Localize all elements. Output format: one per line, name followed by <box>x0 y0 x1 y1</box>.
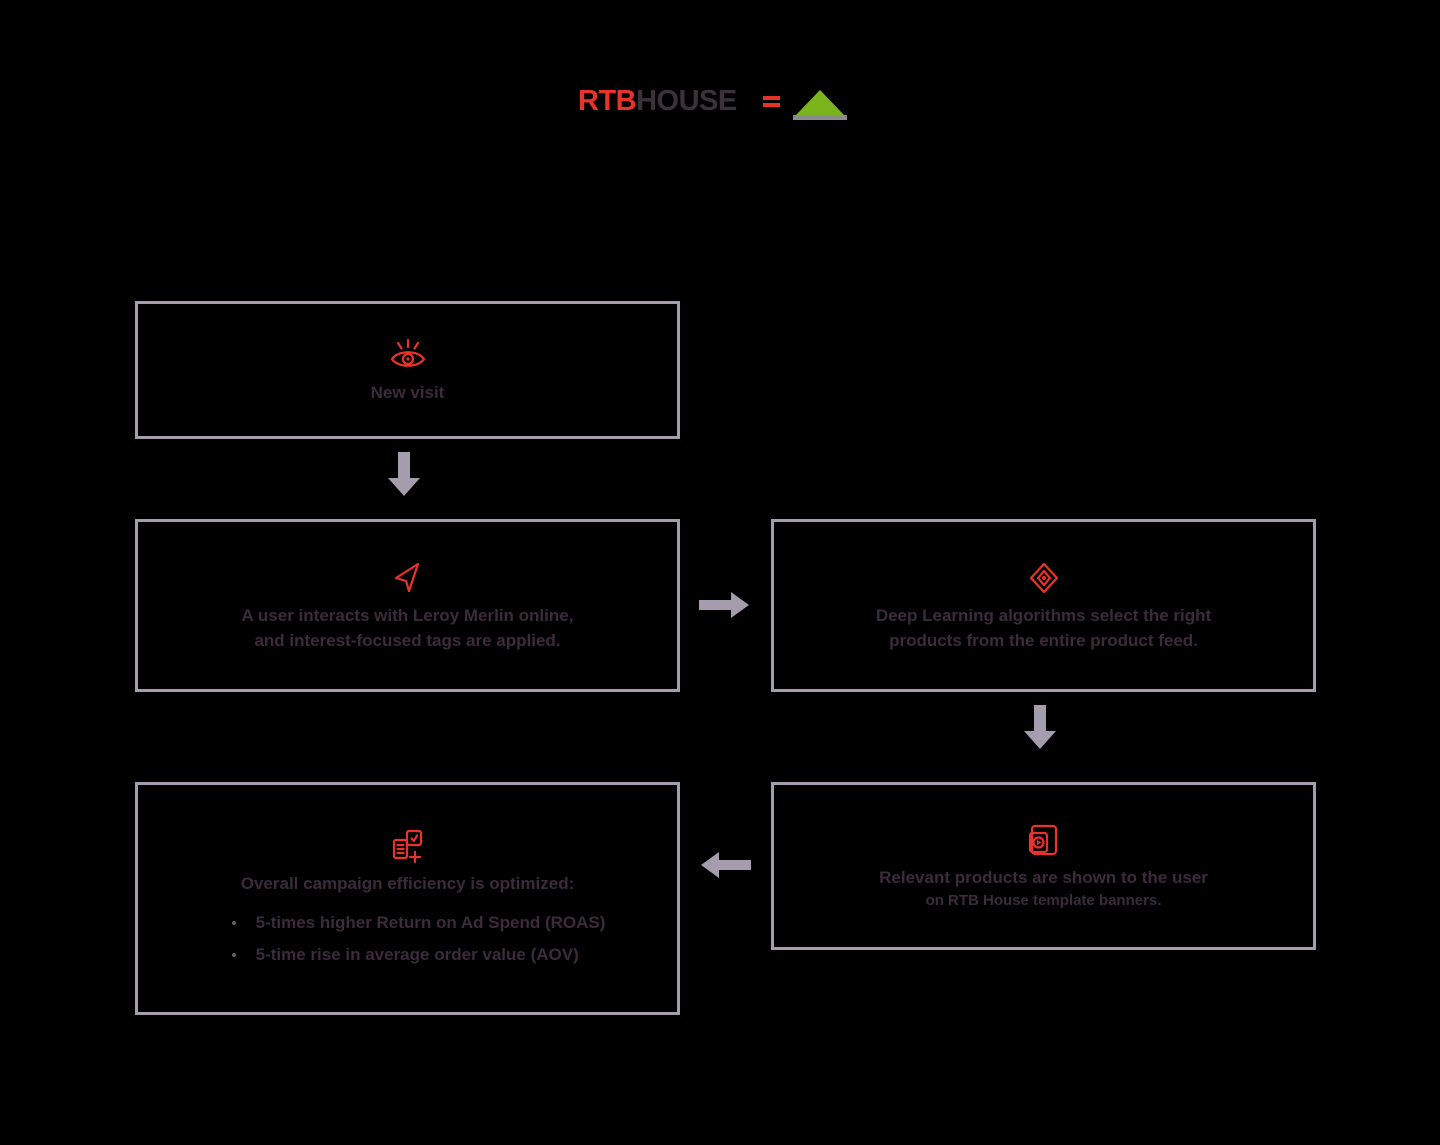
eye-icon <box>388 335 428 375</box>
logo-text-rtb: RTB <box>578 84 637 117</box>
arrow-down-icon <box>382 452 426 498</box>
flow-step-title: A user interacts with Leroy Merlin onlin… <box>241 605 574 625</box>
flow-step-subtitle: and interest-focused tags are applied. <box>254 630 561 650</box>
flow-step-relevant-products: Relevant products are shown to the user … <box>771 782 1316 950</box>
flow-step-subtitle: products from the entire product feed. <box>889 630 1198 650</box>
chart-sparkle-icon <box>388 826 428 866</box>
arrow-left-icon <box>699 850 751 880</box>
diamond-target-icon <box>1024 558 1064 598</box>
arrow-right-icon <box>699 590 751 620</box>
flow-step-deep-learning: Deep Learning algorithms select the righ… <box>771 519 1316 692</box>
arrow-down-icon <box>1018 705 1062 751</box>
outcomes-bullet-list: 5-times higher Return on Ad Spend (ROAS)… <box>210 907 606 972</box>
flow-step-campaign-outcomes: Overall campaign efficiency is optimized… <box>135 782 680 1015</box>
list-item: 5-time rise in average order value (AOV) <box>210 939 606 971</box>
flow-step-subtitle: on RTB House template banners. <box>925 892 1162 910</box>
equals-icon <box>762 95 780 107</box>
logo-text-house: HOUSE <box>636 84 737 117</box>
green-triangle-logo-icon <box>790 86 850 122</box>
cursor-arrow-icon <box>388 558 428 598</box>
flow-step-new-visit: New visit <box>135 301 680 439</box>
list-item: 5-times higher Return on Ad Spend (ROAS) <box>210 907 605 939</box>
brand-logo-header: RTB HOUSE <box>578 84 780 118</box>
flow-step-title: Deep Learning algorithms select the righ… <box>875 605 1212 625</box>
flow-step-title: Relevant products are shown to the user <box>879 867 1208 887</box>
flow-step-user-interacts: A user interacts with Leroy Merlin onlin… <box>135 519 680 692</box>
banner-play-icon <box>1024 820 1064 860</box>
rtb-house-wordmark: RTB HOUSE <box>578 84 737 117</box>
flow-step-title: New visit <box>370 382 445 402</box>
flow-step-title: Overall campaign efficiency is optimized… <box>240 873 575 893</box>
